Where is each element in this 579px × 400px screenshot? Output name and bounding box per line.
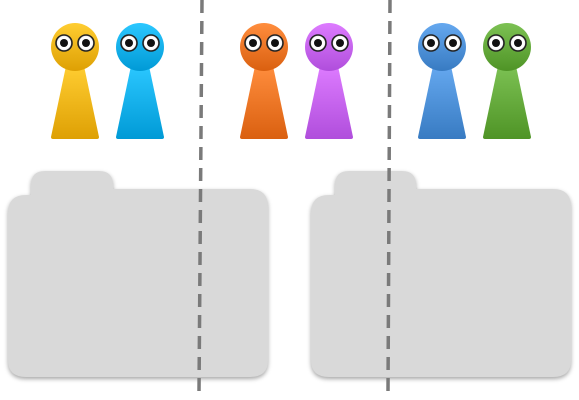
person-pawn-icon bbox=[305, 23, 353, 139]
pupil-icon bbox=[125, 39, 133, 47]
pawn-body bbox=[51, 66, 99, 139]
pupil-icon bbox=[449, 39, 457, 47]
person-pawn-icon bbox=[483, 23, 531, 139]
person-pawn-icon bbox=[240, 23, 288, 139]
dashed-divider bbox=[197, 0, 204, 393]
pupil-icon bbox=[514, 39, 522, 47]
folder-icon bbox=[8, 171, 268, 377]
pupil-icon bbox=[147, 39, 155, 47]
pawn-body bbox=[483, 66, 531, 139]
person-pawn-icon bbox=[418, 23, 466, 139]
pupil-icon bbox=[314, 39, 322, 47]
folder-icon bbox=[311, 171, 571, 377]
pawn-body bbox=[305, 66, 353, 139]
pupil-icon bbox=[82, 39, 90, 47]
pawn-body bbox=[240, 66, 288, 139]
pupil-icon bbox=[336, 39, 344, 47]
pupil-icon bbox=[427, 39, 435, 47]
pupil-icon bbox=[60, 39, 68, 47]
pawn-body bbox=[418, 66, 466, 139]
pupil-icon bbox=[249, 39, 257, 47]
pupil-icon bbox=[492, 39, 500, 47]
pupil-icon bbox=[271, 39, 279, 47]
person-pawn-icon bbox=[51, 23, 99, 139]
person-pawn-icon bbox=[116, 23, 164, 139]
pawn-body bbox=[116, 66, 164, 139]
dashed-divider bbox=[386, 0, 392, 393]
